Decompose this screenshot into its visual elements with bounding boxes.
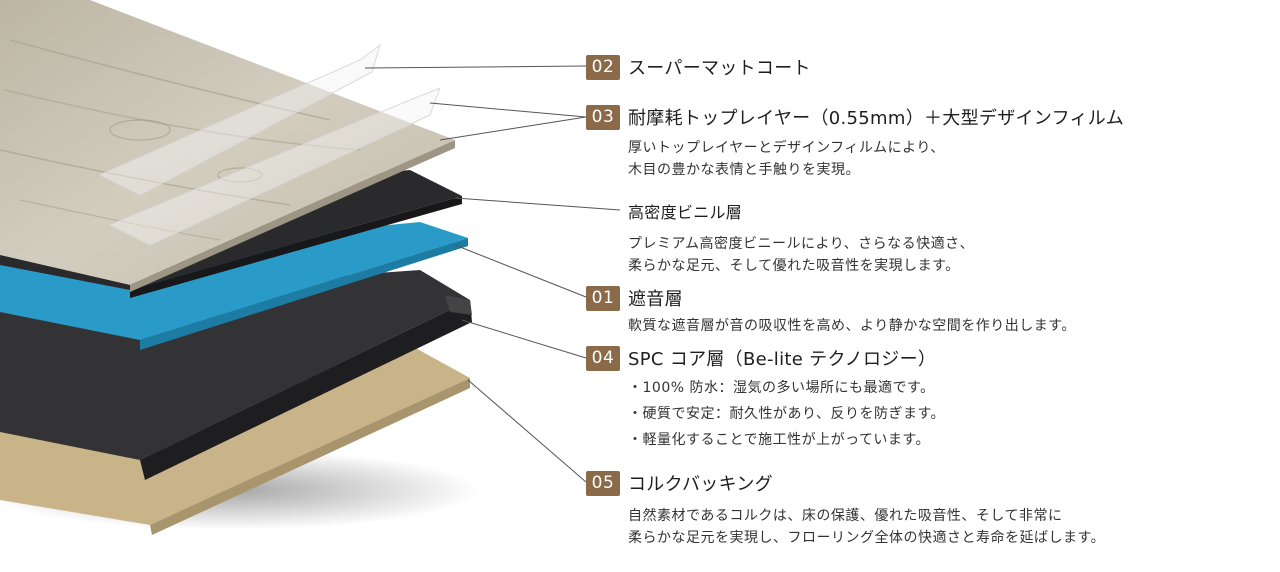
description-line: ・100% 防水：湿気の多い場所にも最適です。: [628, 380, 935, 396]
layer-title: SPC コア層（Be-lite テクノロジー）: [628, 349, 937, 370]
layer-title: 高密度ビニル層: [628, 203, 743, 222]
description-line: 軟質な遮音層が音の吸収性を高め、より静かな空間を作り出します。: [628, 318, 1076, 334]
wear-layer-film: [108, 87, 441, 246]
layer-number-badge: 03: [586, 104, 620, 130]
description-line: ・軽量化することで施工性が上がっています。: [628, 432, 930, 448]
matte-coat-film: [98, 43, 381, 196]
layer-number-badge: 04: [586, 345, 620, 371]
description-line: 自然素材であるコルクは、床の保護、優れた吸音性、そして非常に: [628, 508, 1063, 524]
layer-item-high-density-vinyl: 高密度ビニル層 プレミアム高密度ビニールにより、さらなる快適さ、 柔らかな足元、…: [628, 197, 974, 277]
layer-description: 厚いトップレイヤーとデザインフィルムにより、 木目の豊かな表情と手触りを実現。: [628, 137, 1124, 181]
leader-line-02: [364, 65, 587, 69]
layer-item-wear-layer: 03 耐摩耗トップレイヤー（0.55mm）＋大型デザインフィルム 厚いトップレイ…: [586, 103, 1124, 181]
leader-line-03a: [429, 102, 587, 118]
layer-title: 耐摩耗トップレイヤー（0.55mm）＋大型デザインフィルム: [628, 108, 1125, 129]
layer-description: 自然素材であるコルクは、床の保護、優れた吸音性、そして非常に 柔らかな足元を実現…: [628, 505, 1105, 549]
leader-lines: [364, 65, 621, 483]
description-line: 柔らかな足元を実現し、フローリング全体の快適さと寿命を延ばします。: [628, 530, 1106, 546]
description-line: 柔らかな足元、そして優れた吸音性を実現します。: [628, 258, 960, 274]
description-line: 木目の豊かな表情と手触りを実現。: [628, 162, 860, 178]
layer-description: 軟質な遮音層が音の吸収性を高め、より静かな空間を作り出します。: [628, 315, 1076, 337]
layer-title: 遮音層: [628, 289, 683, 310]
layer-description: ・100% 防水：湿気の多い場所にも最適です。 ・硬質で安定：耐久性があり、反り…: [628, 375, 945, 453]
description-line: ・硬質で安定：耐久性があり、反りを防ぎます。: [628, 406, 946, 422]
layer-title: コルクバッキング: [628, 474, 773, 495]
layer-description: プレミアム高密度ビニールにより、さらなる快適さ、 柔らかな足元、そして優れた吸音…: [628, 233, 974, 277]
layer-number-badge: 01: [586, 285, 620, 311]
layer-item-matte-coat: 02 スーパーマットコート: [586, 53, 811, 81]
leader-line-05: [467, 379, 587, 483]
leader-line-04: [461, 319, 587, 359]
layer-number-badge: 02: [586, 54, 620, 80]
leader-line-03b: [439, 116, 587, 141]
leader-line-01: [454, 244, 587, 298]
layer-title: スーパーマットコート: [628, 58, 811, 79]
layer-item-cork-backing: 05 コルクバッキング 自然素材であるコルクは、床の保護、優れた吸音性、そして非…: [586, 469, 1105, 549]
layer-item-spc-core: 04 SPC コア層（Be-lite テクノロジー） ・100% 防水：湿気の多…: [586, 344, 945, 453]
description-line: 厚いトップレイヤーとデザインフィルムにより、: [628, 140, 945, 156]
layer-item-sound-layer: 01 遮音層 軟質な遮音層が音の吸収性を高め、より静かな空間を作り出します。: [586, 284, 1076, 337]
leader-line-vinyl: [454, 197, 621, 211]
description-line: プレミアム高密度ビニールにより、さらなる快適さ、: [628, 236, 975, 252]
layer-number-badge: 05: [586, 470, 620, 496]
